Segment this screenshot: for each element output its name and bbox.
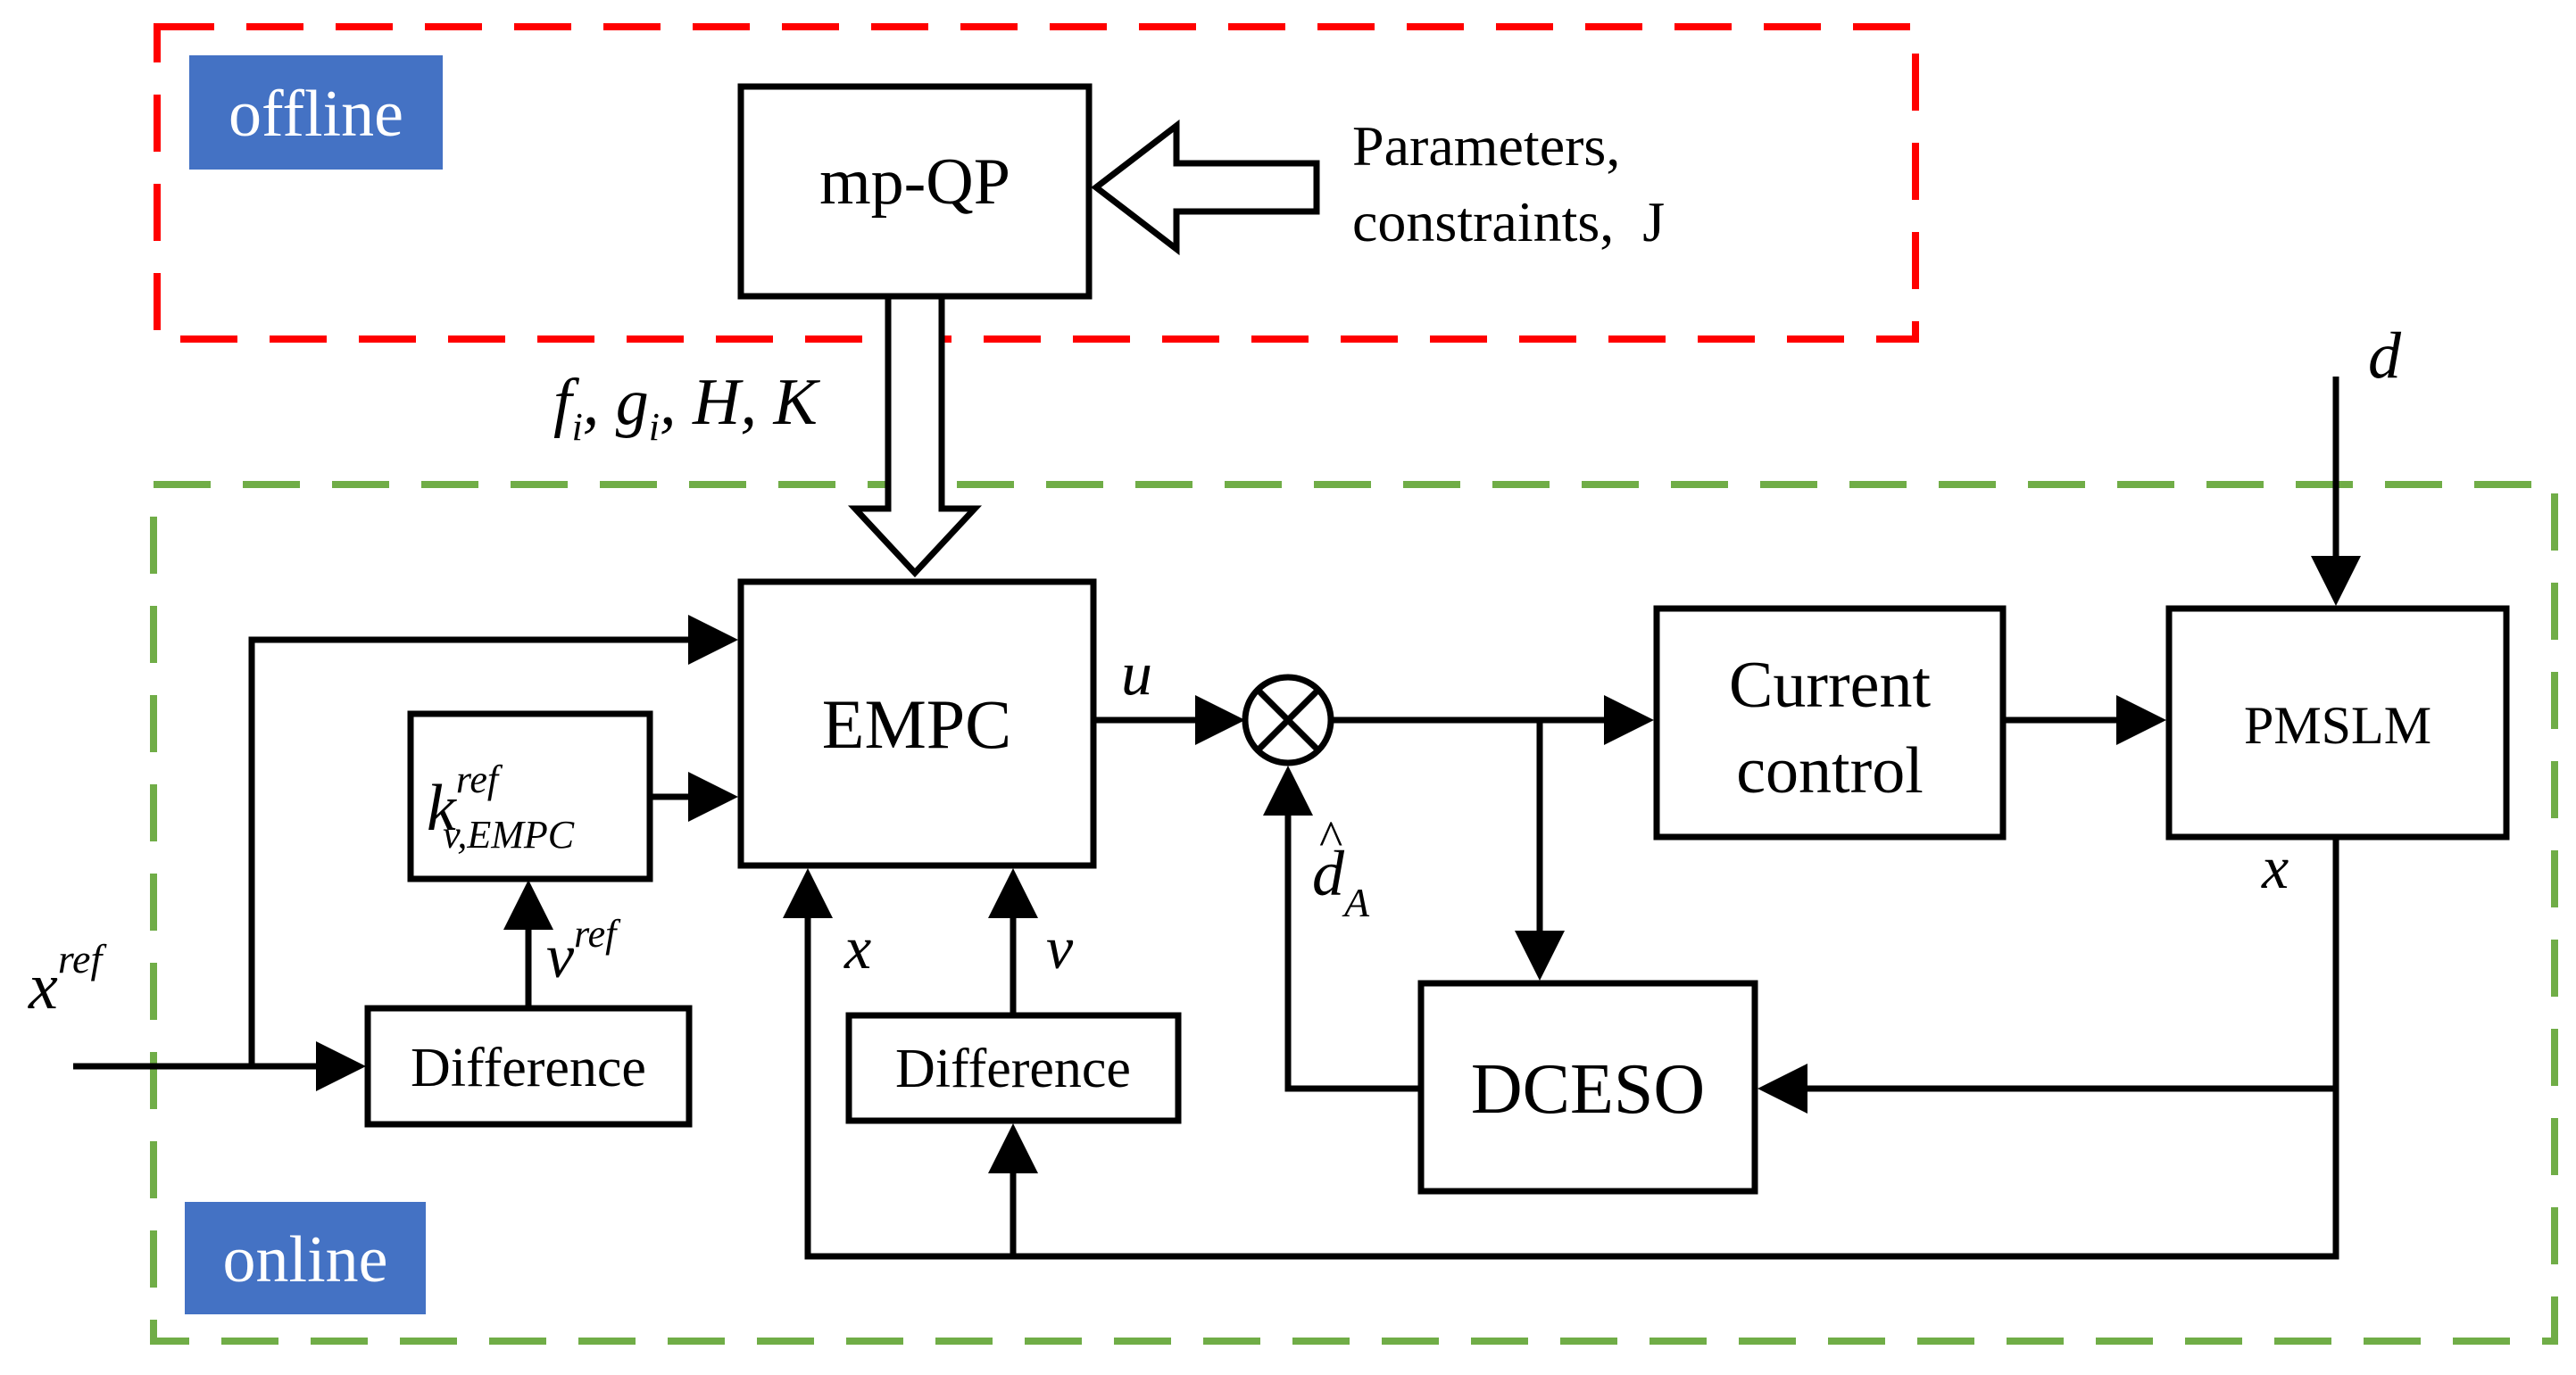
disturbance-label: d (2368, 319, 2402, 393)
vref-label: vref (546, 912, 621, 991)
current-control-label-line2: control (1736, 734, 1924, 808)
offline-output-label: fi, gi, H, K (553, 366, 820, 449)
v-label: v (1046, 914, 1074, 982)
current-control-block (1653, 605, 2007, 841)
current-control-label-line1: Current (1729, 649, 1931, 722)
pmslm-label: PMSLM (2244, 696, 2431, 755)
mpqp-block (737, 83, 1093, 300)
pmslm-block (2165, 605, 2510, 841)
xref-label: xref (28, 936, 107, 1023)
mpqp-to-empc-hollow-arrow (847, 293, 983, 578)
online-region-border (150, 481, 2558, 1345)
bottom-feedback-line (783, 868, 2339, 1260)
difference-right-block (845, 1012, 1182, 1124)
offline-badge-label: offline (229, 78, 403, 151)
pmslm-x-label: x (2261, 833, 2289, 901)
dceso-block (1417, 980, 1758, 1195)
pmslm-output-to-dceso (1757, 837, 2339, 1114)
empc-label: EMPC (822, 685, 1011, 763)
mpqp-label: mp-QP (819, 145, 1010, 219)
online-badge (185, 1202, 426, 1314)
xref-to-empc (248, 615, 738, 1066)
dhat-label: dA (1312, 838, 1370, 925)
offline-badge (189, 55, 443, 170)
online-badge-label: online (223, 1223, 388, 1296)
difference-left-label: Difference (411, 1038, 646, 1098)
offline-region-border (154, 23, 1919, 343)
parameters-text-line1: Parameters, (1352, 114, 1620, 178)
dhat-hat-mark: ^ (1319, 811, 1342, 866)
parameters-hollow-arrow (1091, 119, 1320, 256)
difference-right-label: Difference (895, 1039, 1131, 1099)
control-u-label: u (1121, 640, 1152, 708)
dhat-to-junction (1263, 766, 1421, 1092)
feedback-x-label: x (843, 914, 871, 982)
dceso-label: DCESO (1471, 1050, 1705, 1129)
summing-junction-cross-b (1255, 687, 1321, 753)
parameters-text-line2: constraints, J (1352, 190, 1665, 253)
empc-block (737, 578, 1097, 869)
kref-block (407, 710, 653, 882)
difference-left-block (364, 1005, 693, 1128)
